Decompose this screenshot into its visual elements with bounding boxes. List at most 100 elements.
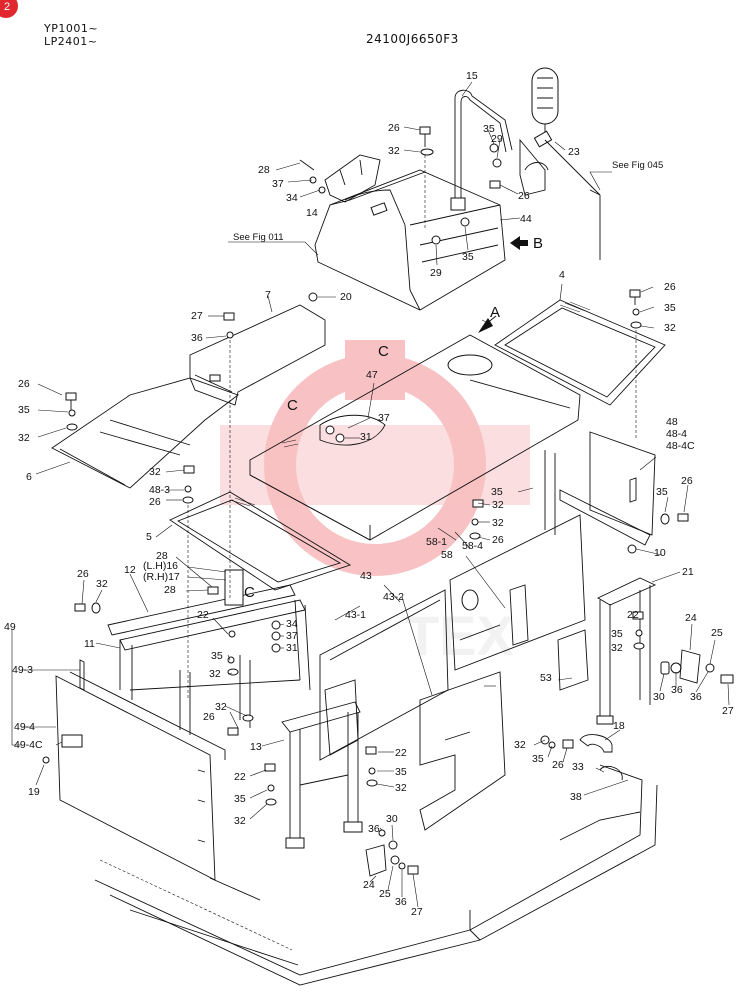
callout: 35	[491, 486, 503, 498]
callout: 43	[360, 570, 372, 582]
bracket-16-17	[224, 569, 244, 606]
callout: 24	[685, 612, 697, 624]
bracket-24	[679, 649, 701, 684]
callout: 26	[149, 496, 161, 508]
floor-mat-7	[189, 304, 326, 406]
callout: 27	[411, 906, 423, 918]
callout: 32	[611, 642, 623, 654]
callout: 26	[681, 475, 693, 487]
callout: 49-4	[14, 721, 35, 733]
base-frame	[94, 764, 658, 986]
callout: 13	[250, 741, 262, 753]
callout: 36	[671, 684, 683, 696]
callout: 25	[711, 627, 723, 639]
callout: 34	[286, 192, 298, 204]
view-label-a: A	[490, 304, 500, 321]
washer-32-g	[242, 714, 254, 722]
callout: (R.H)17	[143, 571, 180, 583]
callout: 35	[664, 302, 676, 314]
bolt-28-b	[207, 586, 219, 595]
callout: 24	[363, 879, 375, 891]
washer-32-f	[91, 602, 101, 614]
page-badge: 2	[0, 0, 18, 18]
callout: 22	[234, 771, 246, 783]
callout: 26	[77, 568, 89, 580]
callout: 35	[483, 123, 495, 135]
cab-door-49	[55, 659, 226, 881]
bolt-22-c	[264, 763, 276, 772]
washer-34-b	[271, 620, 281, 630]
bolt-26-right	[489, 180, 501, 189]
callout: 48-4	[666, 428, 687, 440]
callout: 58	[441, 549, 453, 561]
callout: 32	[96, 578, 108, 590]
bolt-26-c	[183, 465, 195, 474]
callout: 49	[4, 621, 16, 633]
callout: 36	[395, 896, 407, 908]
callout: 49-4C	[14, 739, 43, 751]
grab-handle-18	[579, 734, 613, 753]
bolt-26-top	[419, 126, 431, 147]
callout: 26	[552, 759, 564, 771]
callout: 38	[570, 791, 582, 803]
callout: 32	[149, 466, 161, 478]
callout: 35	[656, 486, 668, 498]
callout: 36	[368, 823, 380, 835]
callout: 26	[388, 122, 400, 134]
callout: 32	[388, 145, 400, 157]
callout: 26	[492, 534, 504, 546]
callout: 35	[18, 404, 30, 416]
callout: 6	[26, 471, 32, 483]
callout: 53	[540, 672, 552, 684]
bolt-26-e	[677, 513, 689, 522]
cover-panel-4	[494, 299, 666, 440]
section-marker-c-roof: C	[378, 343, 389, 360]
bolt-27-b	[720, 674, 734, 684]
callout: 37	[272, 178, 284, 190]
grommet-20	[308, 292, 318, 302]
washer-36	[226, 331, 234, 339]
callout: 32	[492, 499, 504, 511]
callout: 7	[265, 289, 271, 301]
callout: 36	[191, 332, 203, 344]
callout: 34	[286, 618, 298, 630]
callout: 48-4C	[666, 440, 695, 452]
washer-35-mid	[460, 217, 470, 227]
callout: 48-3	[149, 484, 170, 496]
washer-34	[318, 186, 326, 194]
callout: 15	[466, 70, 478, 82]
callout: 47	[366, 369, 378, 381]
callout: 33	[572, 761, 584, 773]
washer-30-b	[388, 840, 398, 850]
callout: 36	[690, 691, 702, 703]
screw-19	[42, 756, 50, 764]
leader-lines	[11, 81, 730, 908]
bolt-27-c	[407, 865, 419, 875]
floor-mat-6	[51, 377, 239, 489]
watermark-logo: TEX	[220, 340, 530, 667]
watermark-text: TEX	[405, 604, 514, 667]
callout: 35	[234, 793, 246, 805]
fastener-set	[42, 126, 734, 877]
callout: 43-1	[345, 609, 366, 621]
serial-range-yp: YP1001~	[44, 22, 99, 35]
callout: 32	[234, 815, 246, 827]
callout: (L.H)16	[143, 560, 178, 572]
callout: 32	[209, 668, 221, 680]
callout: 49-3	[12, 664, 33, 676]
callout: 27	[191, 310, 203, 322]
callout: 22	[627, 609, 639, 621]
callout: 44	[520, 213, 532, 225]
work-lamp-23	[519, 67, 601, 260]
frame-11-12	[107, 584, 311, 735]
callout: 32	[215, 701, 227, 713]
callout: 32	[395, 782, 407, 794]
callout: 31	[360, 431, 372, 443]
bolt-28	[299, 159, 315, 171]
bolt-10	[627, 544, 637, 554]
callout: 35	[395, 766, 407, 778]
callout: 28	[164, 584, 176, 596]
callout: 32	[514, 739, 526, 751]
callout: 37	[286, 630, 298, 642]
